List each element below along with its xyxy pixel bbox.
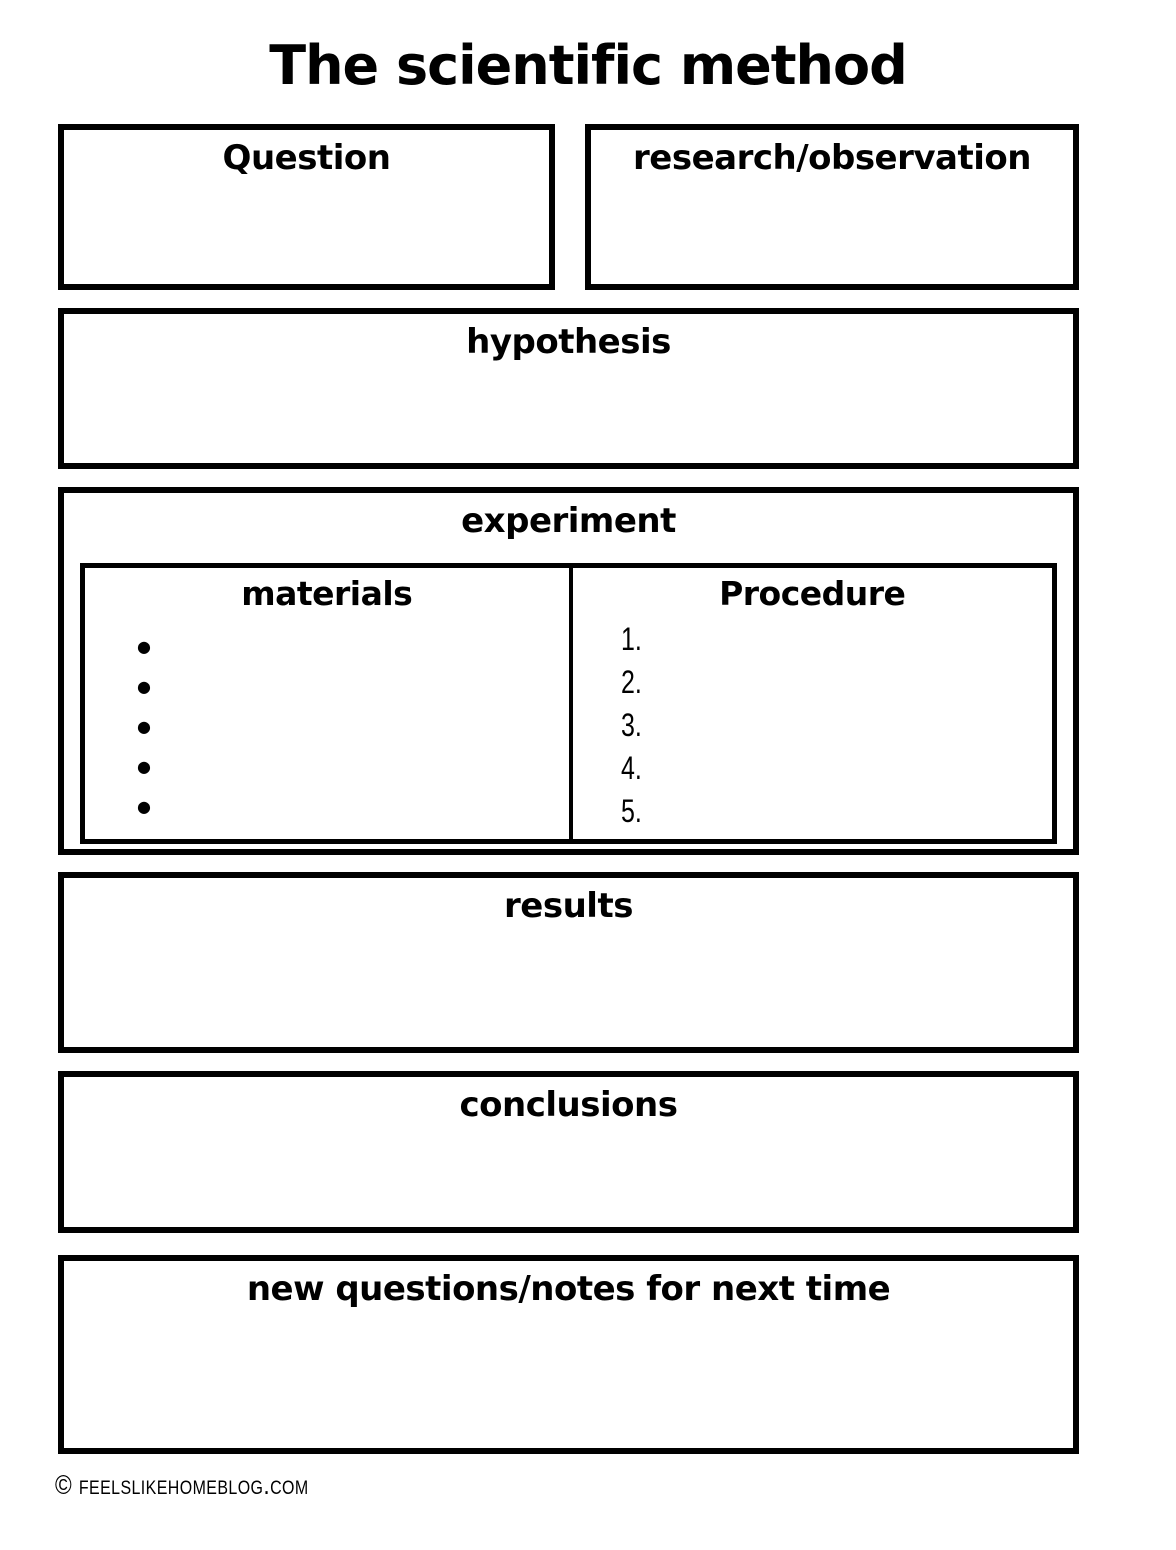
new-questions-write-space [64, 1311, 1073, 1448]
materials-list-item: ● [137, 627, 569, 667]
results-box: results [58, 872, 1079, 1053]
procedure-list-item: 5. [620, 793, 642, 829]
experiment-table: materials ● ● ● ● ● Procedure 1. 2. 3. 4… [80, 563, 1057, 844]
results-box-heading: results [504, 886, 633, 926]
footer-credit-text: © feelslikehomeblog.com [55, 1470, 309, 1500]
materials-list-item: ● [137, 787, 569, 827]
research-observation-box-heading: research/observation [633, 138, 1031, 178]
footer-credit: © feelslikehomeblog.com [55, 1470, 357, 1501]
materials-list-item: ● [137, 747, 569, 787]
conclusions-box-heading: conclusions [459, 1085, 678, 1125]
results-write-space [64, 928, 1073, 1047]
conclusions-box: conclusions [58, 1071, 1079, 1233]
bullet-icon: ● [137, 757, 151, 776]
hypothesis-box-heading: hypothesis [466, 322, 671, 362]
materials-list-item: ● [137, 667, 569, 707]
procedure-list-item: 4. [620, 750, 642, 786]
conclusions-write-space [64, 1127, 1073, 1227]
new-questions-box: new questions/notes for next time [58, 1255, 1079, 1454]
research-observation-write-space [591, 180, 1073, 284]
bullet-icon: ● [137, 677, 151, 696]
page-title: The scientific method [269, 34, 907, 97]
question-box: Question [58, 124, 555, 290]
experiment-box: experiment materials ● ● ● ● ● Procedure… [58, 487, 1079, 855]
experiment-box-heading: experiment [461, 501, 676, 541]
research-observation-box: research/observation [585, 124, 1079, 290]
question-box-heading: Question [222, 138, 391, 178]
procedure-list: 1. 2. 3. 4. 5. [573, 621, 1053, 836]
bullet-icon: ● [137, 797, 151, 816]
new-questions-box-heading: new questions/notes for next time [246, 1269, 891, 1309]
materials-column-heading: materials [241, 574, 413, 613]
procedure-list-item: 3. [620, 707, 642, 743]
hypothesis-write-space [64, 364, 1073, 463]
procedure-column-heading: Procedure [719, 574, 906, 613]
procedure-column: Procedure 1. 2. 3. 4. 5. [568, 568, 1053, 839]
bullet-icon: ● [137, 637, 151, 656]
procedure-list-item: 1. [620, 621, 642, 657]
question-write-space [64, 180, 549, 284]
materials-column: materials ● ● ● ● ● [85, 568, 569, 839]
materials-list: ● ● ● ● ● [85, 627, 569, 827]
procedure-list-item: 2. [620, 664, 642, 700]
bullet-icon: ● [137, 717, 151, 736]
hypothesis-box: hypothesis [58, 308, 1079, 469]
materials-list-item: ● [137, 707, 569, 747]
